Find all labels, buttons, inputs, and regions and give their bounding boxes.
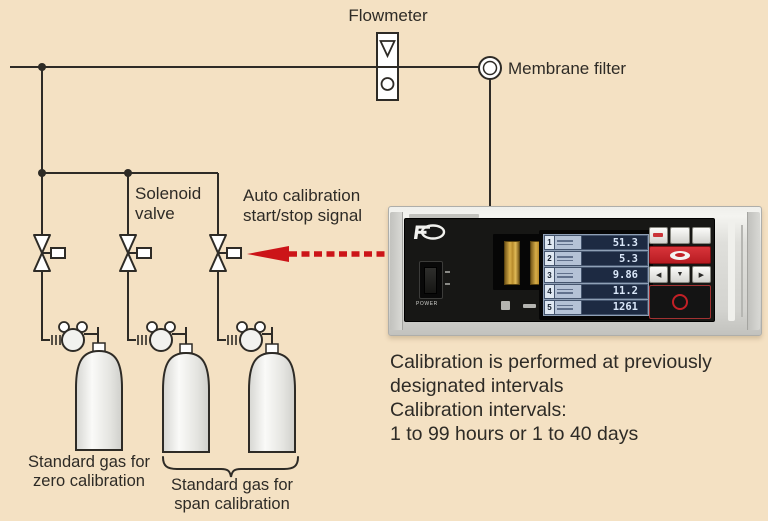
gas-cylinder-span-1 [162, 351, 210, 453]
channel-number: 4 [545, 284, 555, 298]
button-red-mark [653, 233, 663, 237]
channel-value: 9.86 [582, 268, 647, 282]
chassis-highlight [728, 221, 735, 321]
channel-value: 51.3 [582, 236, 647, 250]
lcd-channel-row: 1 51.3 [544, 235, 648, 251]
solenoid-valve-symbol [119, 234, 152, 272]
channel-label-area [555, 268, 582, 282]
lcd-channel-row: 3 9.86 [544, 267, 648, 283]
channel-label-area [555, 236, 582, 250]
power-label: POWER [416, 301, 438, 307]
flowmeter-float-icons [379, 40, 396, 91]
channel-label-area [555, 300, 582, 315]
membrane-filter-symbol [478, 56, 502, 80]
span-gas-brace [162, 456, 299, 478]
junction-dot [38, 63, 46, 71]
rack-ear-right [747, 212, 760, 330]
channel-number: 5 [545, 300, 555, 315]
enter-bar-button [649, 246, 711, 264]
junction-dot [124, 169, 132, 177]
channel-label-area [555, 252, 582, 266]
auto-calibration-label: Auto calibration start/stop signal [243, 186, 363, 226]
channel-value: 1261 [582, 300, 647, 315]
analyzer-chassis: POWER 1 51.3 2 [388, 206, 762, 336]
channel-number: 3 [545, 268, 555, 282]
red-ring-icon [672, 294, 688, 310]
model-label-strip [409, 214, 479, 218]
power-switch [419, 261, 443, 299]
switch-mark-on [445, 271, 450, 273]
gas-cylinder-span-2 [248, 351, 296, 453]
sd-card-icon [501, 301, 510, 310]
fuji-logo-icon [413, 224, 446, 240]
valve-to-cylinder-pipes [41, 271, 226, 341]
enter-dot [675, 253, 685, 257]
function-button-3 [691, 227, 711, 244]
lcd-rows: 1 51.3 2 5.3 3 9.86 [543, 234, 649, 316]
gas-cylinder-zero [75, 349, 123, 451]
lcd-display: 1 51.3 2 5.3 3 9.86 [539, 230, 653, 320]
auto-calibration-arrow [247, 246, 392, 262]
enter-oval-badge [670, 250, 690, 260]
gas-analyzer-unit: POWER 1 51.3 2 [388, 206, 762, 336]
analyzer-front-panel: POWER 1 51.3 2 [404, 218, 715, 322]
channel-value: 5.3 [582, 252, 647, 266]
function-button-2 [670, 227, 690, 244]
rack-ear-left [390, 212, 403, 330]
arrow-right-button: ▶ [691, 266, 711, 283]
function-button-1 [649, 227, 669, 244]
chassis-seam [741, 225, 743, 317]
solenoid-valve-symbol [209, 234, 242, 272]
channel-number: 2 [545, 252, 555, 266]
calibration-caption: Calibration is performed at previously d… [390, 351, 712, 445]
gold-connector-icon [504, 241, 520, 285]
channel-label-area [555, 284, 582, 298]
switch-mark-off [445, 283, 450, 285]
lcd-channel-row: 2 5.3 [544, 251, 648, 267]
junction-dot [38, 169, 46, 177]
arrow-down-button: ▼ [670, 266, 690, 283]
zero-gas-label: Standard gas for zero calibration [28, 453, 150, 491]
arrow-left-button: ◀ [649, 266, 669, 283]
pressure-regulator-symbol [227, 321, 279, 354]
flowmeter-label: Flowmeter [348, 6, 428, 25]
pressure-regulator-symbol [51, 321, 106, 353]
pressure-regulator-symbol [137, 321, 193, 354]
lcd-channel-row: 5 1261 [544, 299, 648, 316]
channel-value: 11.2 [582, 284, 647, 298]
solenoid-valve-symbol [33, 234, 66, 272]
usb-icon [523, 304, 536, 308]
span-gas-label: Standard gas for span calibration [171, 476, 293, 514]
keypad-bottom-panel [649, 285, 711, 319]
lcd-channel-row: 4 11.2 [544, 283, 648, 299]
channel-number: 1 [545, 236, 555, 250]
membrane-filter-label: Membrane filter [508, 59, 627, 78]
keypad: ◀ ▼ ▶ [649, 227, 711, 319]
power-rocker [424, 267, 437, 294]
solenoid-valve-label: Solenoid valve [135, 184, 202, 224]
